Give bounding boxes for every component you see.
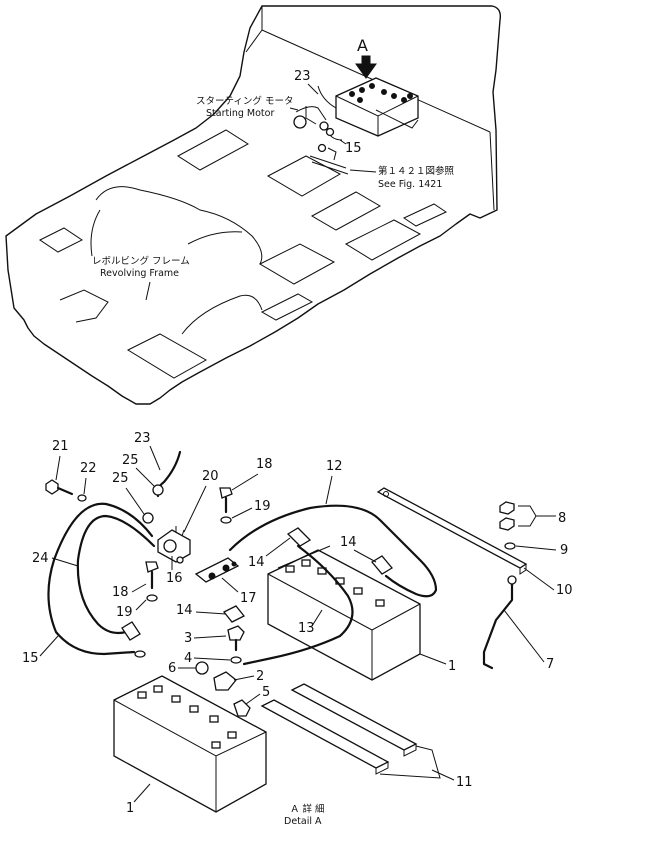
callout-1b: 1 xyxy=(448,659,456,674)
callout-4: 4 xyxy=(184,651,192,666)
callout-15: 15 xyxy=(22,651,39,666)
starting-motor-label-jp: スターティング モータ xyxy=(196,95,293,107)
callout-10: 10 xyxy=(556,583,573,598)
view-arrow xyxy=(355,55,377,79)
callout-8: 8 xyxy=(558,511,566,526)
overview-battery-box xyxy=(335,77,419,137)
callout-1a: 1 xyxy=(126,801,134,816)
cable-24 xyxy=(76,514,156,635)
revolving-frame-label-en: Revolving Frame xyxy=(100,268,179,279)
callout-13: 13 xyxy=(298,621,315,636)
callout-19b: 19 xyxy=(116,605,133,620)
callout-2: 2 xyxy=(256,669,264,684)
callout-3: 3 xyxy=(184,631,192,646)
starting-motor-label-en: Starting Motor xyxy=(206,108,274,119)
cable-15 xyxy=(47,502,154,656)
battery-relay xyxy=(142,484,191,564)
callout-18b: 18 xyxy=(112,585,129,600)
overview-callout-15: 15 xyxy=(345,141,362,156)
hold-down-rod xyxy=(482,576,514,670)
battery-left xyxy=(113,675,267,813)
bolt-18-upper xyxy=(219,487,233,524)
callout-12: 12 xyxy=(326,459,343,474)
detail-a: 21 22 23 25 25 20 18 19 12 24 16 17 14 xyxy=(22,431,573,827)
callout-24: 24 xyxy=(32,551,49,566)
callout-17: 17 xyxy=(240,591,257,606)
detail-callouts: 21 22 23 25 25 20 18 19 12 24 16 17 14 xyxy=(22,431,573,816)
battery-bracket xyxy=(376,487,528,575)
battery-pads xyxy=(260,683,441,779)
cable-12 xyxy=(228,504,438,598)
bolt-21 xyxy=(45,479,87,502)
callout-7: 7 xyxy=(546,657,554,672)
callout-14a: 14 xyxy=(248,555,265,570)
callout-25b: 25 xyxy=(112,471,129,486)
callout-14b: 14 xyxy=(340,535,357,550)
callout-25a: 25 xyxy=(122,453,139,468)
callout-5: 5 xyxy=(262,685,270,700)
cable-clip-overview xyxy=(309,143,349,175)
overview-callout-23: 23 xyxy=(294,69,311,84)
bolt-18-lower xyxy=(145,561,159,602)
callout-23: 23 xyxy=(134,431,151,446)
nut-washer-set xyxy=(499,501,556,550)
callout-21: 21 xyxy=(52,439,69,454)
battery-right xyxy=(267,545,421,681)
callout-18a: 18 xyxy=(256,457,273,472)
callout-22: 22 xyxy=(80,461,97,476)
cable-terminals xyxy=(121,527,393,658)
relay-bracket xyxy=(194,557,240,583)
callout-14c: 14 xyxy=(176,603,193,618)
cable-13 xyxy=(242,544,354,666)
view-marker-a: A xyxy=(357,36,368,55)
callout-16: 16 xyxy=(166,571,183,586)
callout-20: 20 xyxy=(202,469,219,484)
revolving-frame-label-jp: レボルビング フレーム xyxy=(92,255,190,267)
detail-caption-jp: Ａ 詳 細 xyxy=(290,803,325,815)
callout-19a: 19 xyxy=(254,499,271,514)
callout-11: 11 xyxy=(456,775,473,790)
callout-6: 6 xyxy=(168,661,176,676)
detail-caption-en: Detail A xyxy=(284,816,322,827)
see-fig-label-en: See Fig. 1421 xyxy=(378,179,442,190)
revolving-frame-overview: A 23 15 スターティング モータ Starting Motor 第１４２１… xyxy=(5,5,502,405)
see-fig-label-jp: 第１４２１図参照 xyxy=(378,165,455,177)
callout-9: 9 xyxy=(560,543,568,558)
